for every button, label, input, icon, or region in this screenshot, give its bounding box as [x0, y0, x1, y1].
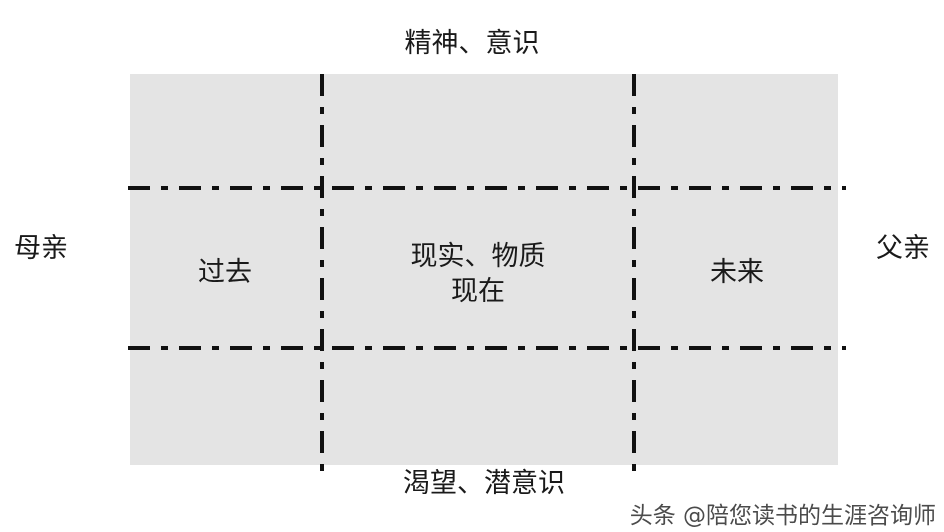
- cell-label-present: 现实、物质 现在: [324, 240, 632, 309]
- vertical-divider-right: [632, 74, 636, 472]
- edge-label-right: 父亲: [876, 233, 930, 264]
- horizontal-divider-lower: [128, 346, 846, 350]
- cell-label-present-line1: 现实、物质: [410, 241, 546, 272]
- quadrant-panel: [130, 74, 838, 465]
- edge-label-bottom: 渴望、潜意识: [403, 468, 565, 499]
- horizontal-divider-upper: [128, 186, 846, 190]
- edge-label-top: 精神、意识: [404, 28, 540, 59]
- cell-label-future: 未来: [710, 257, 764, 288]
- edge-label-left: 母亲: [14, 233, 68, 264]
- cell-label-present-line2: 现在: [451, 275, 505, 307]
- cell-label-past: 过去: [198, 257, 252, 288]
- vertical-divider-left: [320, 74, 324, 472]
- watermark-text: 头条 @陪您读书的生涯咨询师: [629, 503, 936, 529]
